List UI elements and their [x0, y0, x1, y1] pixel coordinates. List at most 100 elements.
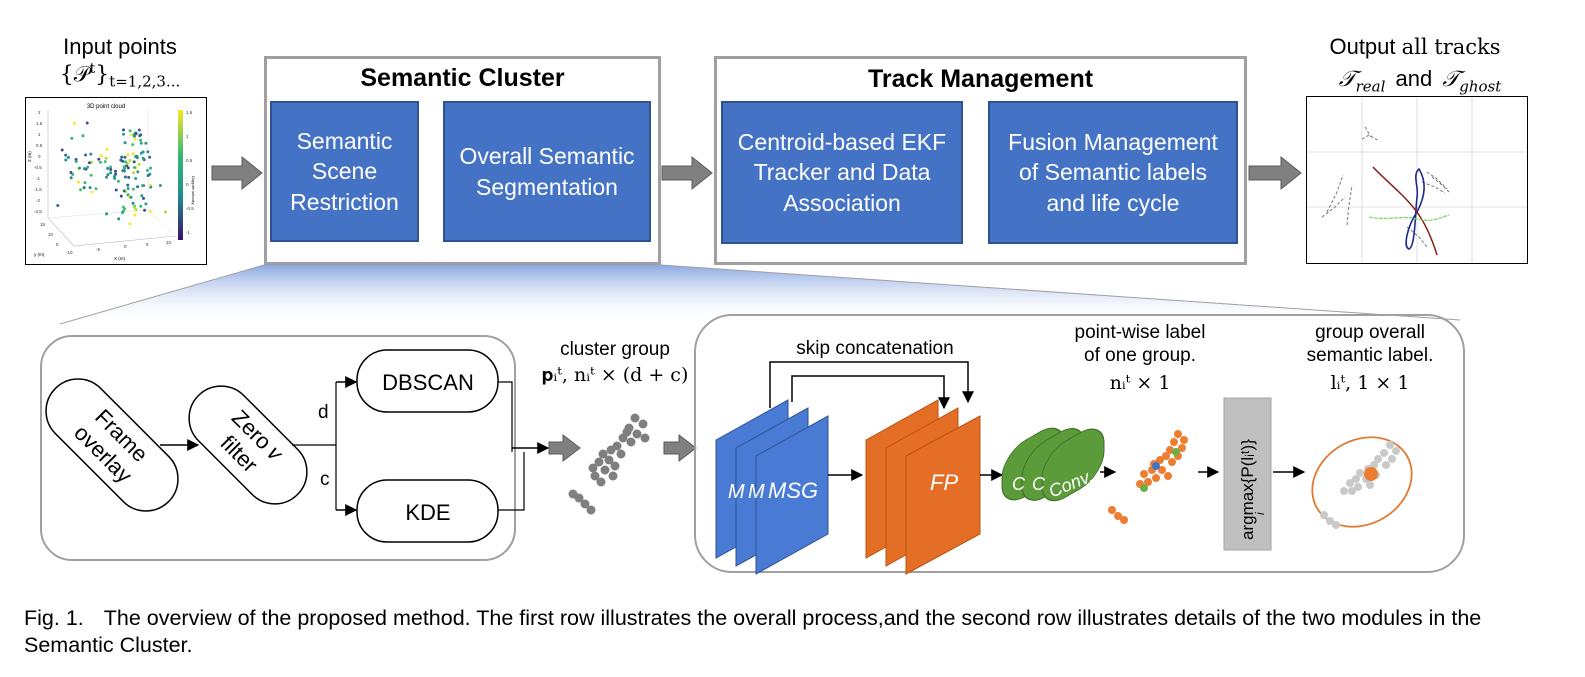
zoom-funnel	[59, 264, 1461, 325]
cluster-point	[586, 505, 596, 515]
point-cloud-point	[134, 208, 138, 212]
point-cloud-point	[136, 185, 140, 189]
point-cloud-point	[83, 181, 87, 185]
point-cloud-point	[119, 194, 123, 198]
ekf-tracker-box: Centroid-based EKF Tracker and Data Asso…	[721, 101, 963, 244]
svg-text:0: 0	[124, 244, 127, 249]
pointwise-point	[1152, 462, 1160, 470]
cluster-group-points	[568, 413, 650, 515]
output-grid	[1307, 97, 1527, 263]
real-track-red	[1372, 166, 1438, 256]
svg-text:15: 15	[40, 222, 46, 227]
cluster-group-formula: 𝐩ᵢᵗ, nᵢᵗ × (d + c)	[541, 364, 689, 386]
cluster-point	[600, 465, 610, 475]
point-cloud-point	[131, 152, 135, 156]
point-cloud-point	[69, 171, 73, 174]
cluster-point	[630, 413, 640, 423]
skip-connection-inner	[791, 375, 950, 410]
thumb-zlabel: Z (m)	[27, 151, 32, 162]
point-cloud-point	[148, 209, 152, 213]
point-cloud-point	[126, 153, 130, 157]
group-point	[1332, 521, 1340, 529]
point-cloud-point	[149, 183, 153, 187]
point-cloud-point	[133, 213, 137, 217]
conv-partial-label-2: C	[1032, 474, 1046, 494]
skip-connection-outer	[769, 361, 974, 408]
point-cloud-point	[139, 138, 143, 142]
point-cloud-point	[114, 172, 118, 176]
thumb-y-ticks: 15 10 5	[40, 222, 59, 247]
point-cloud-point	[109, 171, 113, 175]
frame-overlay-node: Frame overlay	[45, 378, 179, 512]
point-cloud-point	[163, 210, 167, 214]
thumb-x-ticks: -10 -5 0 5 10	[66, 240, 172, 255]
point-cloud-points	[56, 121, 167, 226]
cluster-point	[594, 457, 604, 467]
svg-text:-2: -2	[36, 198, 40, 203]
point-cloud-point	[141, 184, 144, 187]
thumb-colorbar	[178, 110, 183, 240]
track-management-title: Track Management	[867, 65, 1094, 93]
real-track-green	[1368, 214, 1450, 221]
cluster-point	[606, 445, 616, 455]
thumb-colorbar-ticks: 1.5 1 0.5 0 -0.5 -1	[186, 110, 194, 235]
point-cloud-point	[138, 134, 142, 138]
group-point	[1352, 475, 1360, 483]
output-tracks-formula: 𝒯real and 𝒯ghost	[1338, 66, 1502, 96]
cluster-point	[588, 463, 598, 473]
conv-layers: C C Conv.	[1001, 427, 1105, 502]
point-cloud-point	[137, 128, 141, 132]
pointwise-formula: nᵢᵗ × 1	[1109, 372, 1171, 394]
point-cloud-point	[132, 171, 135, 175]
point-cloud-point	[120, 155, 124, 159]
pointwise-point	[1178, 444, 1186, 452]
branch-c-label: c	[320, 469, 330, 490]
point-cloud-point	[109, 165, 113, 169]
svg-text:-5: -5	[96, 247, 100, 252]
point-cloud-point	[158, 184, 162, 187]
point-cloud-point	[89, 152, 93, 156]
point-cloud-point	[143, 208, 147, 212]
point-cloud-point	[64, 153, 68, 157]
point-cloud-point	[74, 159, 78, 163]
cluster-point	[632, 429, 642, 439]
svg-text:10: 10	[48, 232, 54, 237]
point-cloud-point	[86, 165, 90, 169]
point-cloud-point	[131, 201, 135, 205]
point-cloud-point	[126, 187, 130, 190]
cluster-point	[590, 471, 600, 481]
output-tracks-plot	[1306, 96, 1528, 264]
point-cloud-point	[114, 169, 117, 173]
point-cloud-point	[146, 168, 149, 172]
point-cloud-point	[121, 169, 125, 173]
skip-concatenation-label: skip concatenation	[796, 338, 954, 359]
point-cloud-point	[146, 150, 150, 154]
pointwise-point	[1144, 478, 1152, 486]
input-points-label: Input points	[63, 34, 177, 59]
arrow-to-pointnet	[663, 433, 697, 463]
point-cloud-point	[149, 166, 153, 170]
argmax-box	[1223, 397, 1272, 551]
point-cloud-point	[82, 186, 86, 190]
svg-text:-1.5: -1.5	[34, 187, 42, 192]
point-cloud-point	[128, 129, 132, 133]
svg-text:-0.5: -0.5	[34, 165, 42, 170]
point-cloud-point	[133, 137, 137, 141]
pointwise-point	[1172, 448, 1180, 456]
point-cloud-point	[104, 156, 108, 160]
output-label: Output all tracks	[1329, 34, 1501, 59]
point-cloud-point	[144, 141, 148, 145]
point-cloud-point	[137, 162, 141, 166]
svg-text:0: 0	[186, 182, 189, 187]
cluster-point	[568, 489, 578, 499]
pointwise-point	[1164, 472, 1172, 480]
pointwise-point	[1108, 506, 1116, 514]
msg-partial-label-1: M	[728, 481, 745, 503]
svg-text:1.5: 1.5	[36, 121, 43, 126]
caption-fig-number: Fig. 1.	[24, 606, 84, 630]
pointwise-point	[1114, 512, 1122, 520]
point-cloud-point	[69, 176, 73, 180]
svg-text:0.5: 0.5	[36, 143, 43, 148]
point-cloud-point	[148, 155, 152, 159]
argmax-label: argmax{P(lᵢᵗ)}	[1238, 439, 1257, 540]
